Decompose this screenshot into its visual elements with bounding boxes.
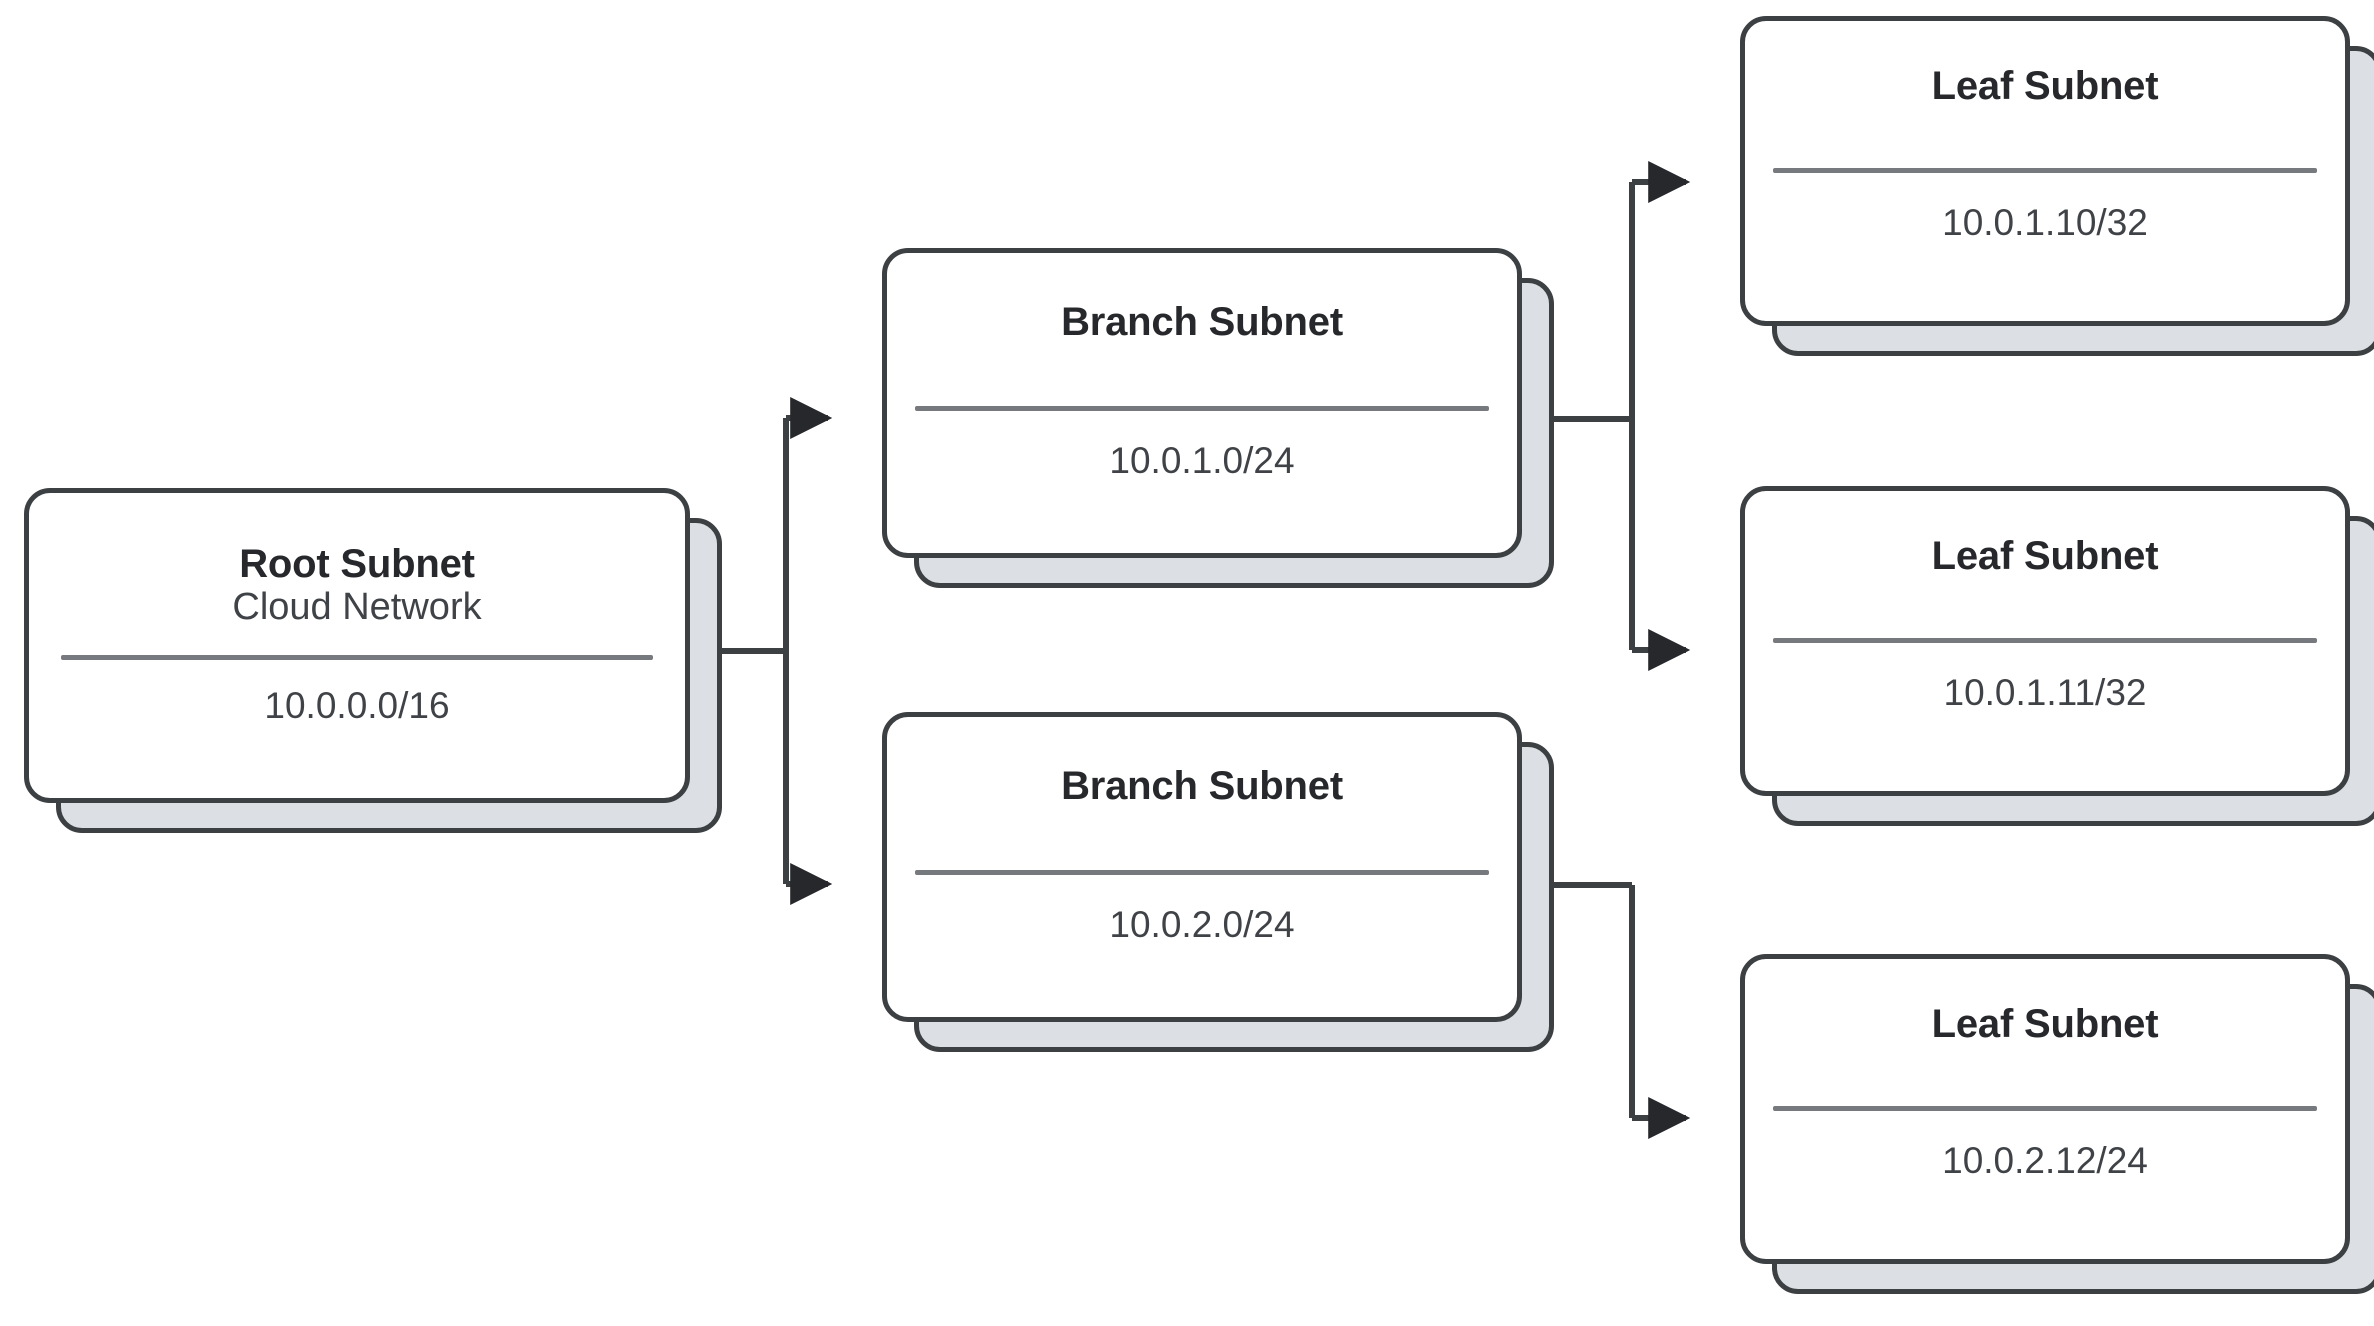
card-face: Leaf Subnet 10.0.2.12/24 bbox=[1740, 954, 2350, 1264]
card-face: Branch Subnet 10.0.1.0/24 bbox=[882, 248, 1522, 558]
node-cidr: 10.0.1.10/32 bbox=[1942, 202, 2148, 244]
node-root-subnet[interactable]: Root Subnet Cloud Network 10.0.0.0/16 bbox=[24, 488, 722, 833]
card-divider bbox=[915, 406, 1489, 412]
node-title: Leaf Subnet bbox=[1931, 1002, 2159, 1046]
node-cidr: 10.0.2.0/24 bbox=[1109, 904, 1295, 946]
node-cidr: 10.0.1.0/24 bbox=[1109, 440, 1295, 482]
card-face: Leaf Subnet 10.0.1.11/32 bbox=[1740, 486, 2350, 796]
card-divider bbox=[1773, 1106, 2317, 1112]
node-subtitle: Cloud Network bbox=[232, 586, 482, 629]
node-cidr: 10.0.2.12/24 bbox=[1942, 1140, 2148, 1182]
node-title: Leaf Subnet bbox=[1931, 534, 2159, 578]
card-face: Leaf Subnet 10.0.1.10/32 bbox=[1740, 16, 2350, 326]
node-title: Branch Subnet bbox=[1061, 764, 1343, 808]
card-divider bbox=[915, 870, 1489, 876]
card-divider bbox=[1773, 168, 2317, 174]
node-branch-subnet-2[interactable]: Branch Subnet 10.0.2.0/24 bbox=[882, 712, 1554, 1052]
node-leaf-subnet-2[interactable]: Leaf Subnet 10.0.1.11/32 bbox=[1740, 486, 2374, 826]
node-title: Root Subnet bbox=[239, 542, 475, 586]
node-title: Leaf Subnet bbox=[1931, 64, 2159, 108]
card-face: Root Subnet Cloud Network 10.0.0.0/16 bbox=[24, 488, 690, 803]
node-cidr: 10.0.0.0/16 bbox=[264, 684, 450, 726]
node-branch-subnet-1[interactable]: Branch Subnet 10.0.1.0/24 bbox=[882, 248, 1554, 588]
node-cidr: 10.0.1.11/32 bbox=[1943, 672, 2147, 714]
card-divider bbox=[1773, 638, 2317, 644]
card-face: Branch Subnet 10.0.2.0/24 bbox=[882, 712, 1522, 1022]
card-divider bbox=[61, 654, 653, 660]
node-leaf-subnet-1[interactable]: Leaf Subnet 10.0.1.10/32 bbox=[1740, 16, 2374, 356]
node-leaf-subnet-3[interactable]: Leaf Subnet 10.0.2.12/24 bbox=[1740, 954, 2374, 1294]
node-title: Branch Subnet bbox=[1061, 300, 1343, 344]
